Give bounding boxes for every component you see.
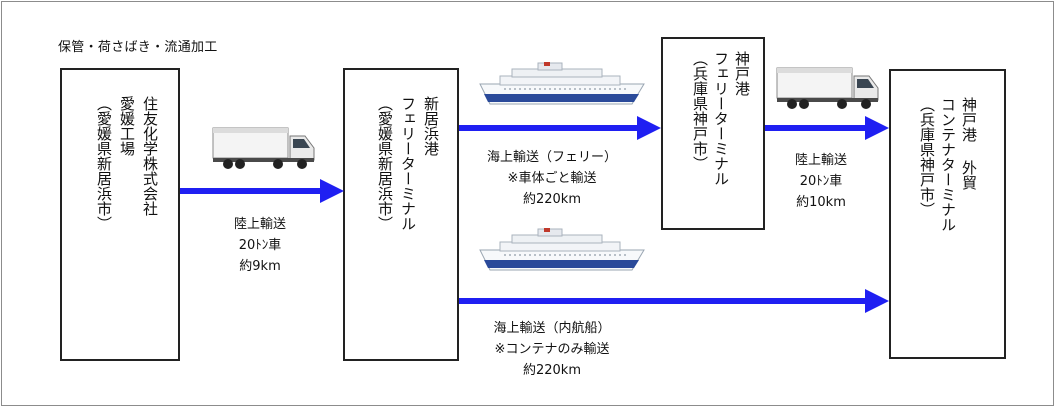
- land-route-1-distance: 約9km: [239, 259, 281, 274]
- niihama-port-box: 新居浜港 フェリーターミナル （愛媛県新居浜市）: [343, 68, 459, 361]
- factory-box: 住友化学株式会社 愛媛工場 （愛媛県新居浜市）: [60, 68, 180, 361]
- land-route-2-arrowhead: [865, 116, 889, 140]
- coastal-route-mode: 海上輸送（内航船）: [493, 321, 611, 336]
- niihama-port-name: 新居浜港: [422, 96, 440, 156]
- land-route-1-mode: 陸上輸送: [233, 217, 286, 232]
- land-route-1-arrowhead: [320, 179, 344, 203]
- kobe-container-location: （兵庫県神戸市）: [918, 97, 936, 217]
- kobe-ferry-location: （兵庫県神戸市）: [691, 51, 709, 171]
- coastal-route-remark: ※コンテナのみ輸送: [494, 342, 610, 357]
- truck-icon: [776, 67, 879, 109]
- truck-icon: [212, 127, 315, 169]
- land-route-2-arrow: [765, 125, 867, 131]
- ferry-route-remark: ※車体ごと輸送: [507, 171, 597, 186]
- kobe-ferry-port-name: 神戸港: [733, 51, 751, 96]
- coastal-route-arrow: [459, 298, 867, 304]
- kobe-container-terminal-box: 神戸港 外貿 コンテナターミナル （兵庫県神戸市）: [889, 69, 1006, 359]
- kobe-container-terminal: コンテナターミナル: [939, 97, 957, 232]
- factory-name: 住友化学株式会社: [141, 96, 159, 216]
- niihama-port-terminal: フェリーターミナル: [399, 96, 417, 231]
- ferry-route-arrowhead: [637, 116, 661, 140]
- ferry-route-mode: 海上輸送（フェリー）: [486, 150, 617, 165]
- kobe-ferry-terminal: フェリーターミナル: [712, 51, 730, 186]
- land-route-1-note: 陸上輸送 20ﾄﾝ車 約9km: [195, 214, 325, 277]
- niihama-port-location: （愛媛県新居浜市）: [376, 96, 394, 231]
- land-route-1-vehicle: 20ﾄﾝ車: [238, 238, 282, 253]
- ferry-route-note: 海上輸送（フェリー） ※車体ごと輸送 約220km: [466, 147, 638, 210]
- ship-icon: [479, 62, 645, 105]
- land-route-1-arrow: [180, 188, 322, 194]
- land-route-2-distance: 約10km: [796, 195, 846, 210]
- kobe-ferry-terminal-box: 神戸港 フェリーターミナル （兵庫県神戸市）: [661, 37, 765, 230]
- coastal-route-note: 海上輸送（内航船） ※コンテナのみ輸送 約220km: [466, 318, 638, 381]
- land-route-2-mode: 陸上輸送: [794, 153, 847, 168]
- factory-location: （愛媛県新居浜市）: [95, 96, 113, 231]
- ship-icon: [479, 228, 645, 271]
- land-route-2-note: 陸上輸送 20ﾄﾝ車 約10km: [766, 150, 876, 213]
- header-label: 保管・荷さばき・流通加工: [58, 40, 218, 55]
- ferry-route-distance: 約220km: [522, 192, 581, 207]
- factory-plant: 愛媛工場: [118, 96, 136, 156]
- land-route-2-vehicle: 20ﾄﾝ車: [799, 174, 843, 189]
- coastal-route-arrowhead: [865, 289, 889, 313]
- ferry-route-arrow: [459, 125, 639, 131]
- kobe-container-port-name: 神戸港 外貿: [960, 97, 978, 190]
- coastal-route-distance: 約220km: [522, 363, 581, 378]
